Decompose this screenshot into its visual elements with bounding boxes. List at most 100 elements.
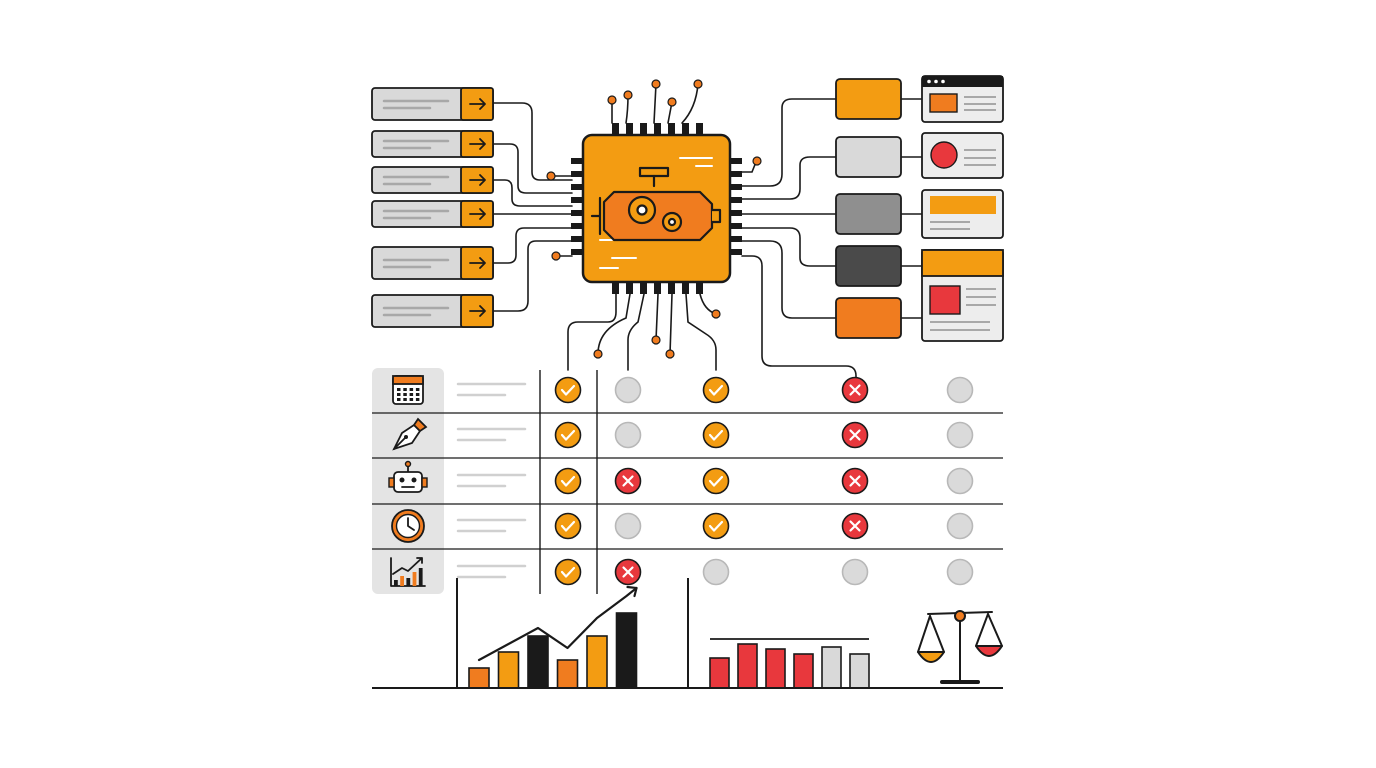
check-mark <box>560 566 576 578</box>
window-dot <box>934 79 938 84</box>
wire-node <box>651 335 661 345</box>
circuit-wire <box>741 255 857 381</box>
chart-trend-arrow <box>392 557 423 575</box>
chip-pin <box>682 123 689 137</box>
cross-mark <box>622 475 634 487</box>
robot-icon <box>388 460 428 493</box>
chip-pin <box>668 123 675 137</box>
calendar-day <box>403 393 407 396</box>
empty-circle-icon <box>946 512 974 540</box>
calendar-day <box>415 398 420 401</box>
check-icon <box>554 467 582 495</box>
clock-hands <box>407 517 415 531</box>
check-mark <box>560 475 576 487</box>
chart-bar <box>615 612 638 689</box>
empty-circle-icon <box>841 558 869 586</box>
balance-scale-icon <box>917 610 1003 684</box>
circuit-wire <box>681 83 699 124</box>
check-icon <box>702 376 730 404</box>
card-image <box>929 93 958 113</box>
matrix-row <box>391 509 974 543</box>
calendar-day <box>415 388 420 391</box>
arrow-right-icon <box>469 98 486 110</box>
calendar-day <box>409 398 414 401</box>
circuit-wire <box>655 293 659 341</box>
arrow-right-icon <box>469 257 486 269</box>
robot-ear <box>421 477 428 488</box>
chart-bar <box>556 659 579 689</box>
empty-circle-icon <box>946 558 974 586</box>
check-badge <box>702 512 730 540</box>
check-badge <box>702 421 730 449</box>
chip-pin <box>571 171 585 177</box>
chart-bar <box>406 578 411 586</box>
chip-pin <box>571 197 585 203</box>
wire-node <box>551 251 561 261</box>
chart-bar <box>821 646 842 689</box>
chart-bar <box>497 651 520 689</box>
calendar-day <box>397 398 401 401</box>
cross-mark <box>849 429 861 441</box>
chip-pin <box>728 249 742 255</box>
arrow-right-icon <box>469 305 486 317</box>
chart-bar <box>412 572 417 586</box>
cross-mark <box>849 475 861 487</box>
circuit-wire <box>627 293 645 371</box>
circuit-wire <box>492 143 573 194</box>
input-row <box>371 246 494 280</box>
chip-pin <box>728 184 742 190</box>
input-row <box>371 294 494 328</box>
chip-pin <box>696 123 703 137</box>
chip-pin <box>571 236 585 242</box>
robot-antenna-tip <box>404 460 412 468</box>
cross-mark <box>622 566 634 578</box>
browser-window-icon <box>921 75 1004 123</box>
chip-pin <box>571 184 585 190</box>
card-header <box>921 249 1004 277</box>
circuit-wire <box>669 293 673 355</box>
empty-circle-icon <box>614 376 642 404</box>
arrow-right-icon <box>469 138 486 150</box>
matrix-row <box>388 460 974 495</box>
card-titlebar <box>922 76 1003 87</box>
wire-node <box>546 171 556 181</box>
empty-circle-icon <box>946 376 974 404</box>
card-image <box>929 285 961 315</box>
chip-pin <box>728 223 742 229</box>
circuit-wire <box>567 293 617 371</box>
circuit-wire <box>492 227 573 264</box>
circuit-wire <box>741 156 837 200</box>
empty-circle-icon <box>946 421 974 449</box>
calendar-day <box>403 388 407 391</box>
output-swatch <box>835 78 902 120</box>
pen-nib-icon <box>392 417 428 451</box>
clock-icon <box>391 509 425 543</box>
empty-circle-icon <box>614 421 642 449</box>
check-icon <box>554 512 582 540</box>
arrow-right-icon <box>469 174 486 186</box>
chip-code-lines <box>599 157 713 269</box>
empty-circle-icon <box>614 512 642 540</box>
robot-eye <box>411 477 417 483</box>
wire-node <box>623 90 633 100</box>
matrix-row <box>390 557 974 587</box>
calendar-day <box>397 388 401 391</box>
chip-pin <box>571 249 585 255</box>
output-swatch <box>835 245 902 287</box>
wire-node <box>667 97 677 107</box>
nib-hole <box>404 435 408 439</box>
banner-card-icon <box>921 189 1004 239</box>
chart-bar <box>849 653 870 689</box>
chip-pin <box>571 223 585 229</box>
window-dot <box>941 79 945 84</box>
cross-icon <box>841 512 869 540</box>
circuit-wire <box>741 240 837 319</box>
output-list <box>835 75 1004 342</box>
robot-eye <box>399 477 405 483</box>
output-swatch <box>835 193 902 235</box>
robot-ear <box>388 477 395 488</box>
chip-pin <box>728 158 742 164</box>
chart-bar <box>400 576 404 586</box>
output-swatch <box>835 136 902 178</box>
